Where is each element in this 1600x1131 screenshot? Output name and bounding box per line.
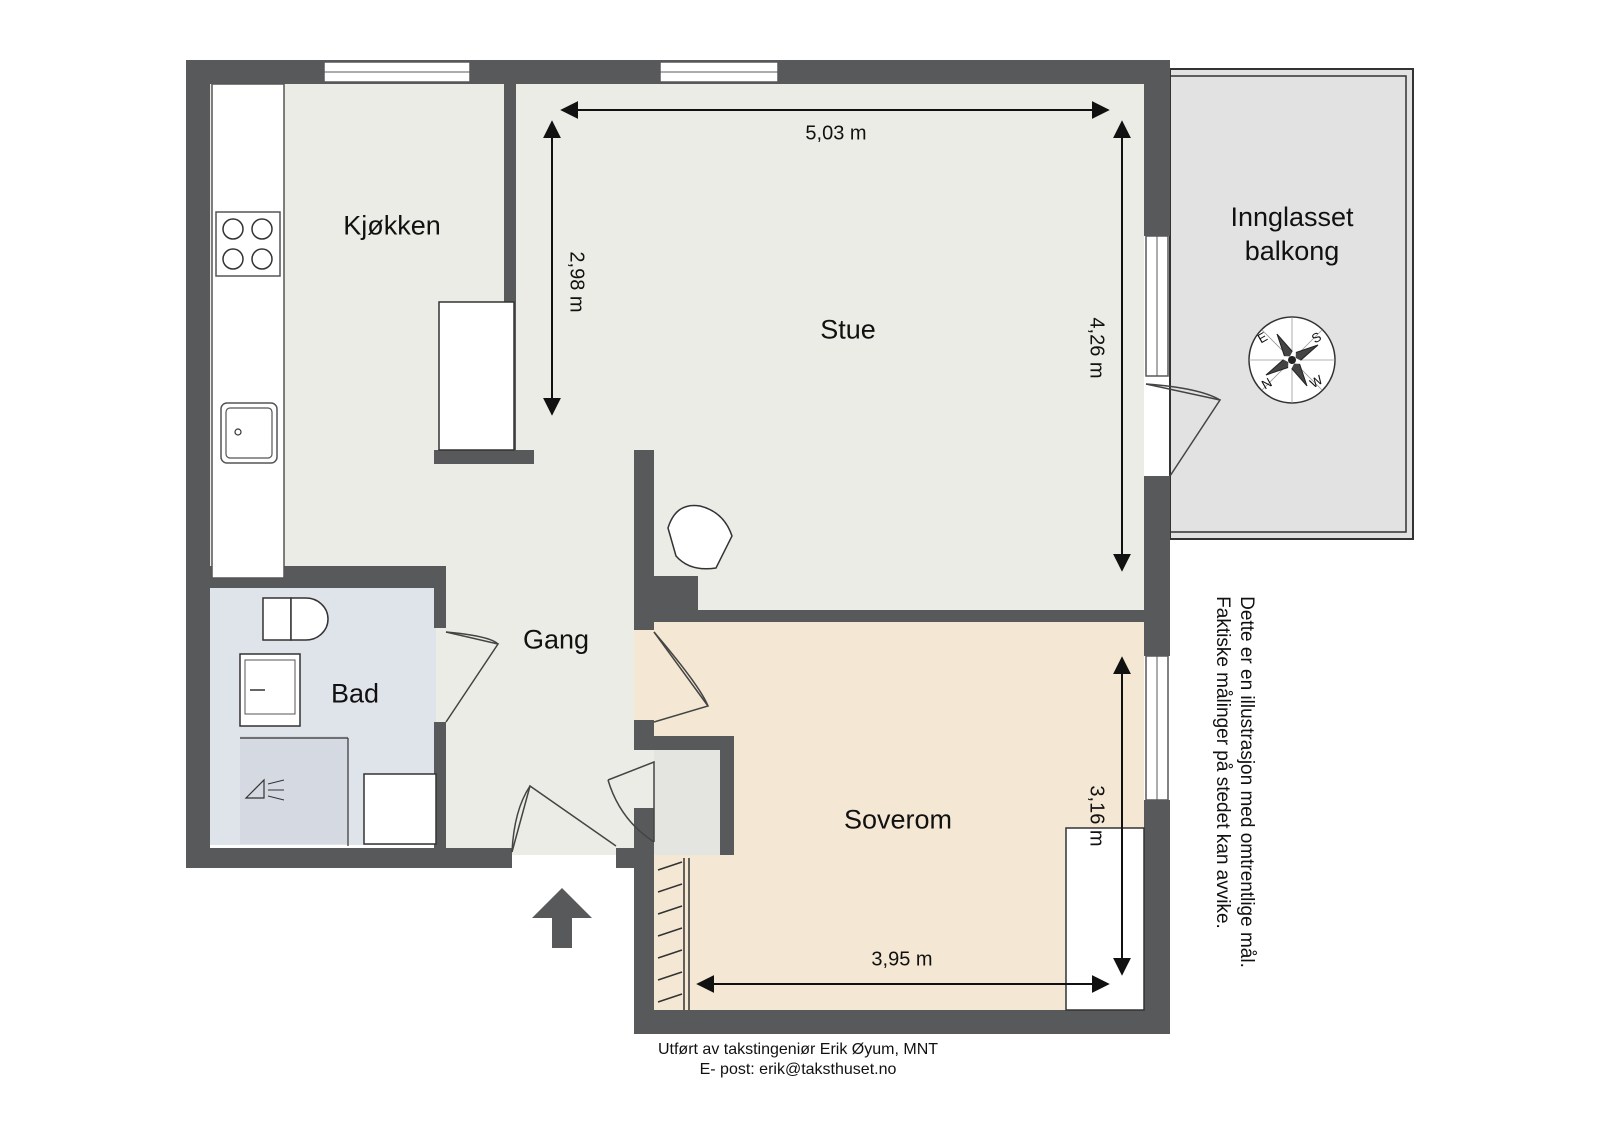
room-label-kitchen: Kjøkken (343, 210, 441, 241)
dimension-label-bedroom-width: 3,95 m (871, 948, 933, 971)
disclaimer-line-2: Faktiske målinger på stedet kan avvike. (1212, 596, 1233, 929)
wardrobe-floor (654, 750, 720, 855)
bedroom-floor-entry (634, 620, 664, 730)
chair-icon (667, 504, 733, 570)
balcony-floor (1169, 68, 1414, 540)
balcony-label-line-1: Innglasset (1230, 202, 1354, 232)
window-mullions (324, 71, 1158, 800)
dimension-label-living-depth-left: 2,98 m (565, 251, 588, 313)
disclaimer-line-1: Dette er en illustrasjon med omtrentlige… (1236, 596, 1257, 968)
dimension-label-living-depth-right: 4,26 m (1085, 317, 1108, 379)
doors (445, 383, 1222, 853)
room-label-balcony: Innglasset balkong (1230, 200, 1353, 268)
disclaimer-text: Dette er en illustrasjon med omtrentlige… (1210, 596, 1258, 968)
entrance-arrow-icon (532, 888, 592, 948)
room-label-bedroom: Soverom (843, 804, 953, 835)
balcony-label-line-2: balkong (1244, 236, 1340, 266)
credit-line-2: E- post: erik@taksthuset.no (699, 1061, 897, 1078)
balcony-inner-line (1169, 75, 1407, 533)
dimension-lines (543, 101, 1131, 993)
hall-floor (434, 450, 654, 855)
credit-line-1: Utført av takstingeniør Erik Øyum, MNT (657, 1041, 939, 1058)
room-label-living: Stue (820, 314, 876, 345)
room-label-bath: Bad (330, 678, 380, 709)
bedroom-floor (654, 620, 1144, 1010)
compass-icon (1248, 316, 1336, 404)
kitchen-fixtures (211, 83, 515, 579)
room-label-hall: Gang (522, 624, 590, 655)
credit-text: Utført av takstingeniør Erik Øyum, MNT E… (658, 1040, 938, 1080)
dimension-label-bedroom-depth: 3,16 m (1085, 785, 1108, 847)
bath-fixtures (239, 597, 437, 846)
dimension-label-living-width: 5,03 m (805, 122, 867, 145)
